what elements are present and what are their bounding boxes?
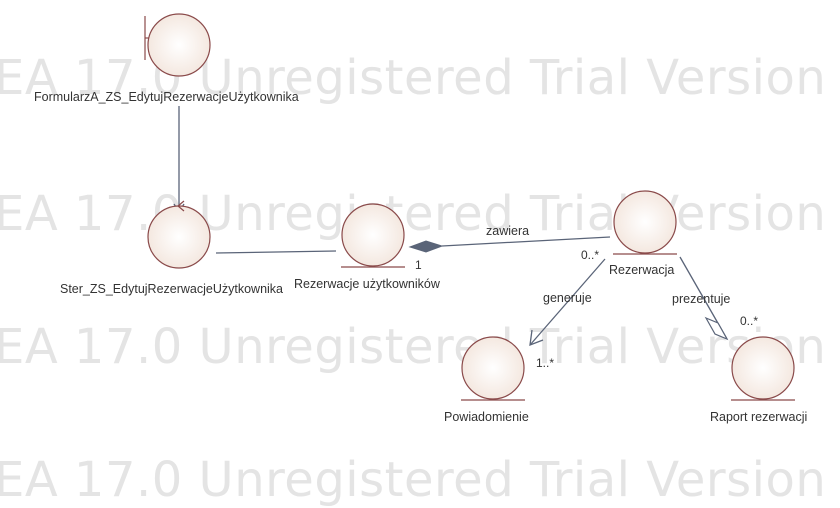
element-label-notification: Powiadomienie bbox=[444, 410, 529, 424]
control-node-controller[interactable] bbox=[147, 200, 211, 269]
watermark-text: EA 17.0 Unregistered Trial Version EA 17… bbox=[0, 319, 840, 375]
element-label-controller: Ster_ZS_EdytujRezerwacjeUżytkownika bbox=[60, 282, 284, 296]
entity-node-report[interactable] bbox=[731, 336, 795, 401]
element-label-user-reservations: Rezerwacje użytkowników bbox=[294, 277, 440, 291]
element-label-report: Raport rezerwacji bbox=[710, 410, 808, 424]
connector-contains[interactable] bbox=[441, 236, 611, 247]
watermark-text: EA 17.0 Unregistered Trial Version EA 17… bbox=[0, 50, 840, 106]
aggregation-diamond bbox=[704, 316, 729, 341]
boundary-node-form[interactable] bbox=[144, 13, 211, 77]
connector-label-presents: prezentuje bbox=[672, 292, 731, 306]
entity-node-reservation[interactable] bbox=[613, 190, 677, 255]
connector-arrowhead bbox=[529, 329, 544, 346]
multiplicity-contains-source: 1 bbox=[415, 258, 422, 272]
multiplicity-generates-target: 1..* bbox=[536, 356, 555, 370]
connector-label-contains: zawiera bbox=[486, 224, 530, 238]
composition-diamond bbox=[408, 240, 444, 253]
watermark-text: EA 17.0 Unregistered Trial Version EA 17… bbox=[0, 186, 840, 242]
diagram-canvas bbox=[144, 13, 795, 401]
connector-label-generates: generuje bbox=[543, 291, 592, 305]
multiplicity-presents-target: 0..* bbox=[740, 314, 759, 328]
connector-controller-reservations[interactable] bbox=[215, 250, 337, 254]
multiplicity-contains-target: 0..* bbox=[581, 248, 600, 262]
element-label-form: FormularzA_ZS_EdytujRezerwacjeUżytkownik… bbox=[34, 90, 299, 104]
connector-generates[interactable] bbox=[529, 258, 606, 346]
entity-node-notification[interactable] bbox=[461, 336, 525, 401]
entity-node-user-reservations[interactable] bbox=[341, 203, 405, 268]
element-label-reservation: Rezerwacja bbox=[609, 263, 675, 277]
